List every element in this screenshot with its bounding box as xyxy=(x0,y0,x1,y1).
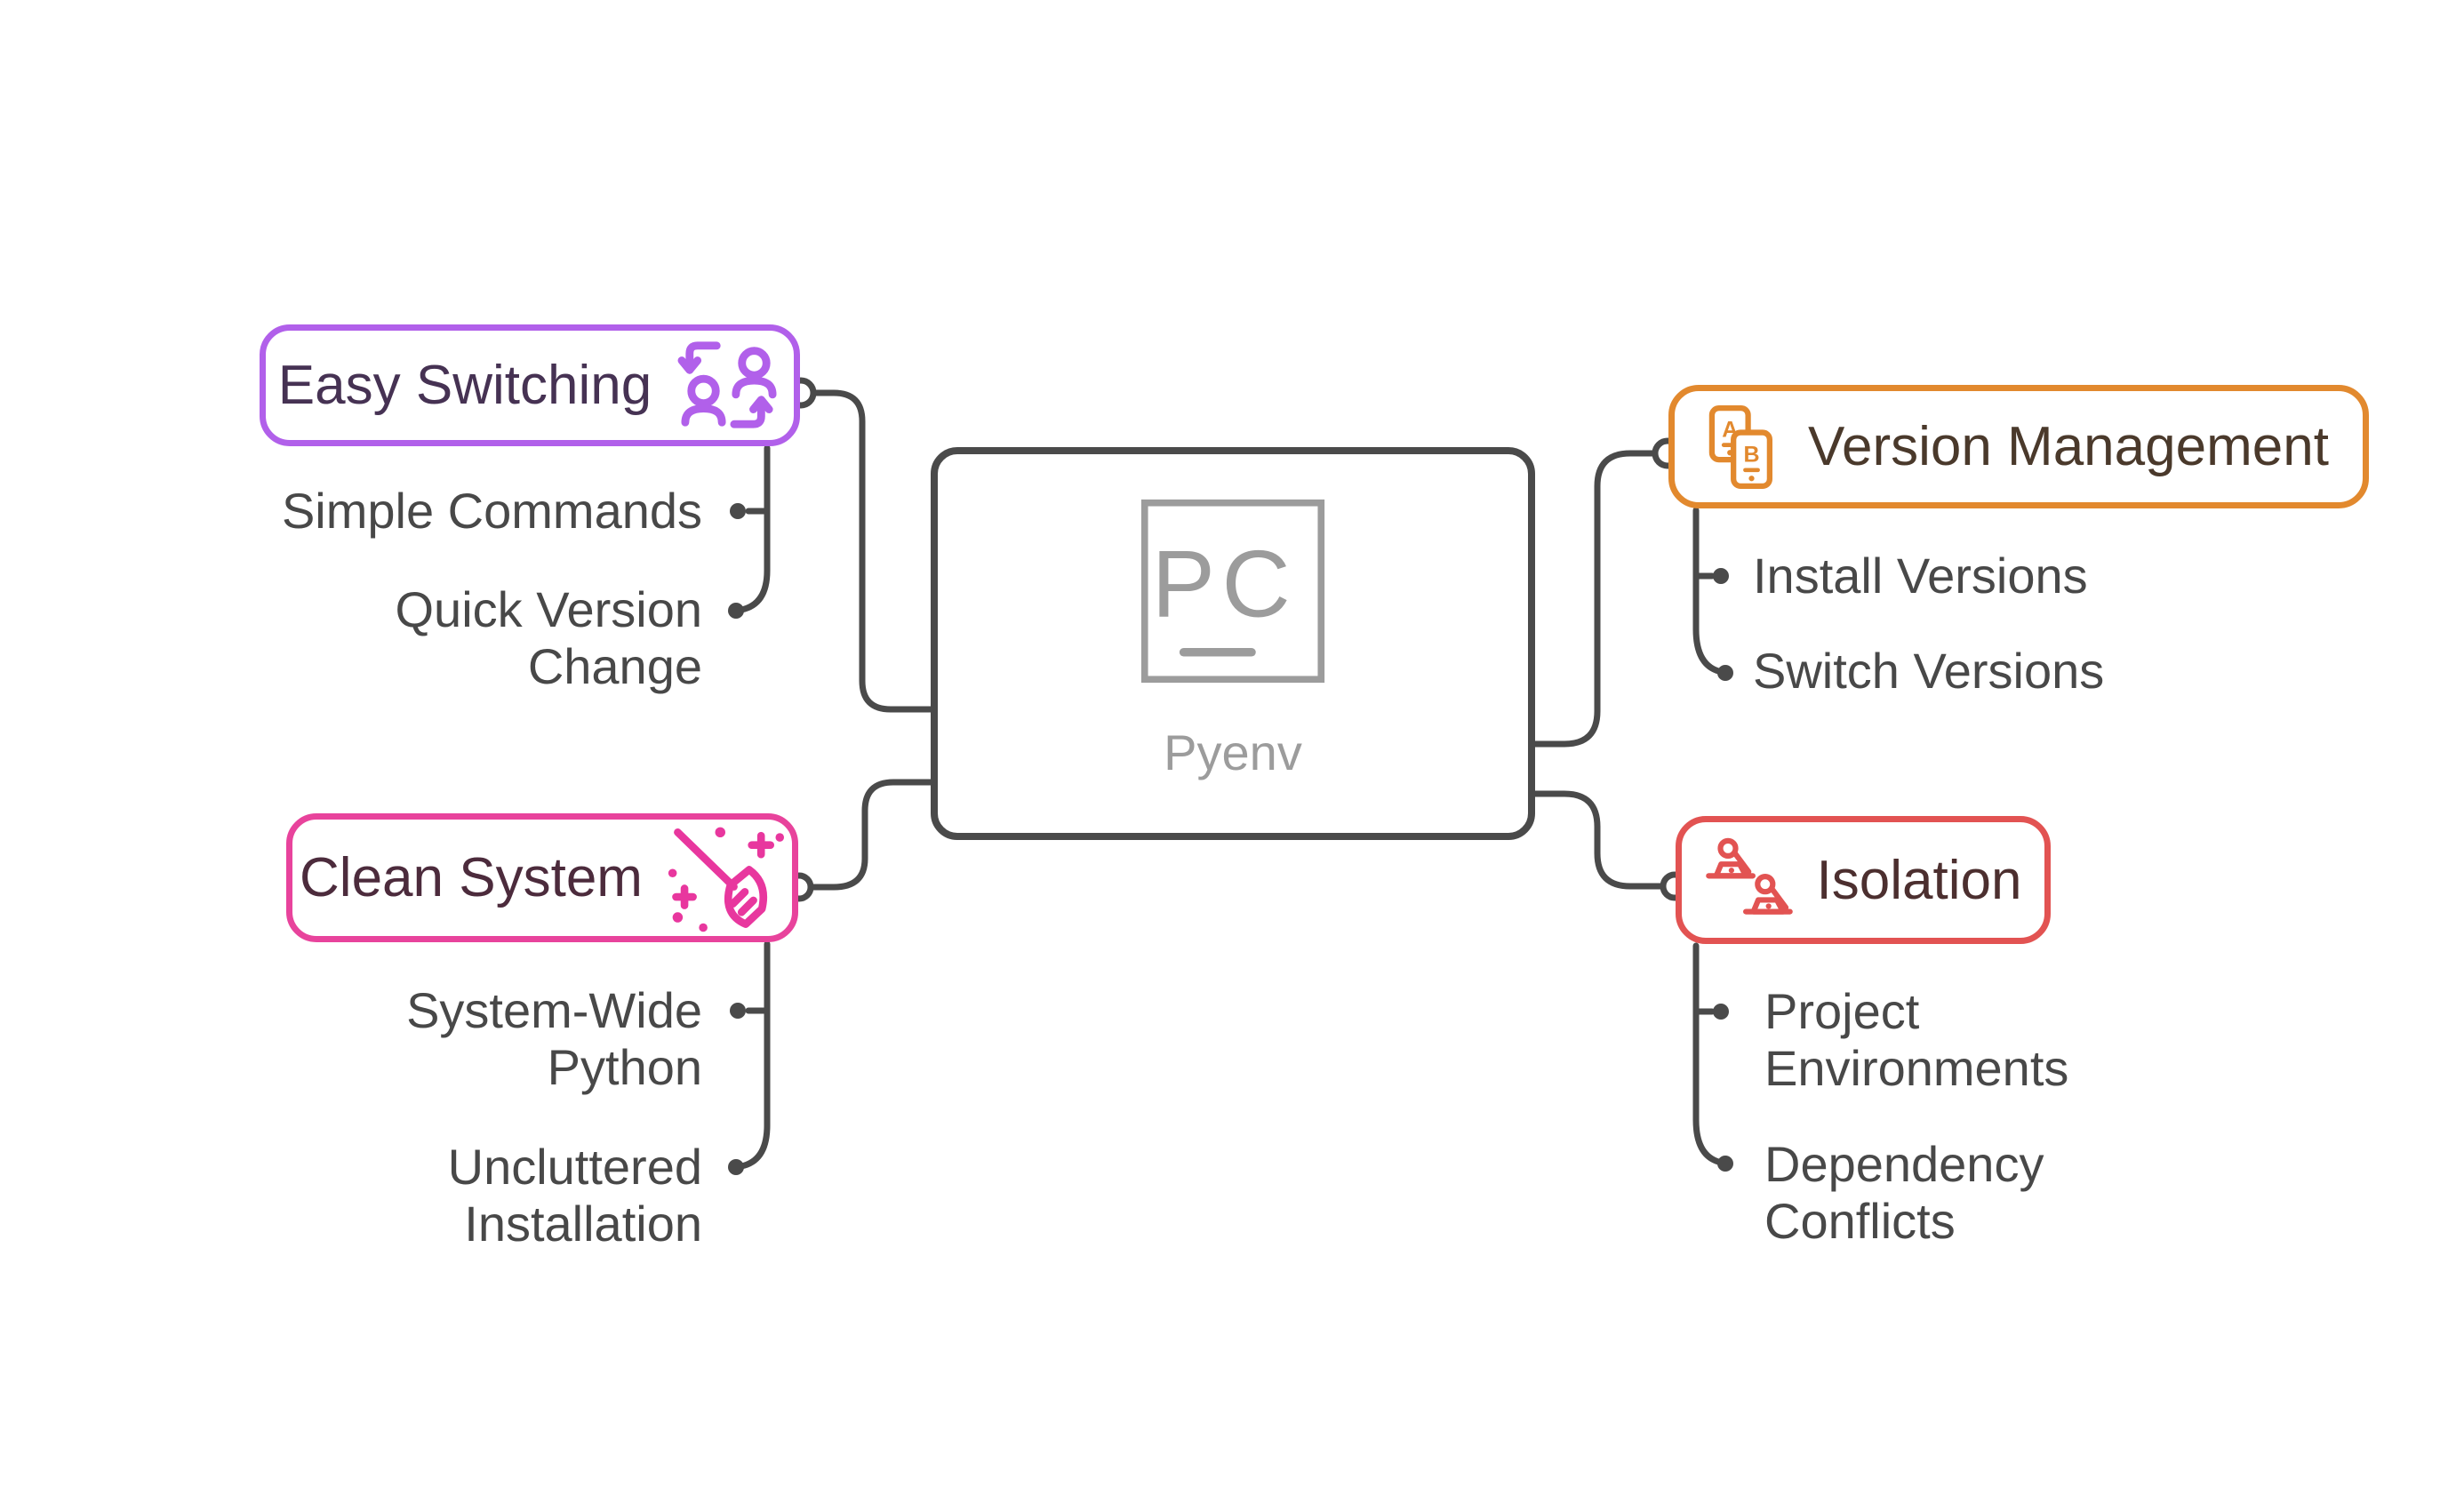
branch-dot xyxy=(1717,665,1733,681)
branch-dot xyxy=(1713,1004,1729,1020)
node-label: Version Management xyxy=(1808,416,2329,477)
child-quick-version-change[interactable]: Quick Version Change xyxy=(396,581,703,695)
node-pyenv-center[interactable]: PC Pyenv xyxy=(931,447,1535,840)
child-project-environments[interactable]: Project Environments xyxy=(1764,983,2068,1097)
child-system-wide-python[interactable]: System-Wide Python xyxy=(406,982,702,1096)
node-isolation[interactable]: Isolation xyxy=(1676,816,2051,944)
broom-sparkles-icon xyxy=(668,827,785,932)
branch-line xyxy=(738,444,771,613)
branch-easy-switching-children xyxy=(728,444,771,619)
branch-dot xyxy=(728,603,744,619)
branch-dot xyxy=(730,503,746,519)
child-label-line: Conflicts xyxy=(1764,1193,1956,1249)
logo-text: PC xyxy=(1152,531,1298,637)
connector-clean-system-to-center xyxy=(807,779,934,891)
child-switch-versions[interactable]: Switch Versions xyxy=(1753,643,2104,700)
pycharm-logo-icon: PC xyxy=(1140,499,1325,684)
node-clean-system[interactable]: Clean System xyxy=(286,813,798,942)
child-label-line: Switch Versions xyxy=(1753,643,2105,699)
child-label-line: Installation xyxy=(464,1196,702,1252)
child-label-line: Uncluttered xyxy=(447,1139,702,1195)
child-label-line: Simple Commands xyxy=(281,483,702,539)
connector-center-to-isolation xyxy=(1532,790,1666,890)
node-label: Clean System xyxy=(300,847,643,908)
branch-version-management-children xyxy=(1692,507,1733,681)
connector-line xyxy=(809,389,934,713)
child-label-line: Change xyxy=(527,638,702,694)
node-label: Isolation xyxy=(1816,849,2022,911)
branch-line xyxy=(738,940,771,1170)
people-laptops-icon xyxy=(1705,837,1794,923)
child-uncluttered-installation[interactable]: Uncluttered Installation xyxy=(448,1139,702,1252)
child-label-line: Install Versions xyxy=(1753,548,2088,604)
center-node-label: Pyenv xyxy=(1164,724,1302,780)
swap-users-icon xyxy=(677,340,777,428)
phones-ab-icon: A B xyxy=(1708,404,1773,489)
child-label-line: Project xyxy=(1764,983,1920,1039)
child-label-line: Dependency xyxy=(1764,1136,2044,1192)
node-easy-switching[interactable]: Easy Switching xyxy=(260,324,800,446)
branch-line xyxy=(1692,942,1725,1166)
child-simple-commands[interactable]: Simple Commands xyxy=(282,483,702,540)
child-install-versions[interactable]: Install Versions xyxy=(1753,548,2088,604)
child-dependency-conflicts[interactable]: Dependency Conflicts xyxy=(1764,1136,2044,1250)
branch-isolation-children xyxy=(1692,942,1733,1172)
node-label: Easy Switching xyxy=(277,355,652,416)
branch-clean-system-children xyxy=(728,940,771,1175)
child-label-line: Environments xyxy=(1764,1040,2069,1096)
branch-dot xyxy=(730,1003,746,1019)
connector-easy-switching-to-center xyxy=(809,389,934,713)
child-label-line: System-Wide xyxy=(406,982,702,1038)
branch-dot xyxy=(728,1159,744,1175)
child-label-line: Python xyxy=(547,1039,702,1095)
connector-line xyxy=(1532,450,1659,748)
connector-line xyxy=(807,779,934,891)
branch-line xyxy=(1692,507,1725,676)
connector-center-to-version-management xyxy=(1532,450,1659,748)
child-label-line: Quick Version xyxy=(395,581,703,637)
connector-line xyxy=(1532,790,1666,890)
branch-dot xyxy=(1717,1156,1733,1172)
phone-b-letter: B xyxy=(1744,442,1760,467)
node-version-management[interactable]: A B Version Management xyxy=(1668,385,2369,508)
branch-dot xyxy=(1713,568,1729,584)
